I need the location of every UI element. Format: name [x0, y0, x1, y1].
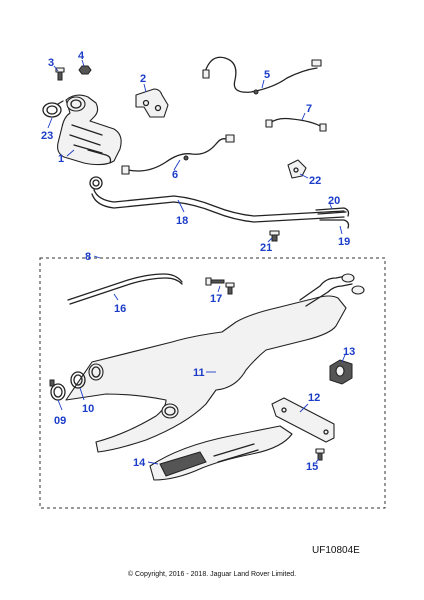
- part-23-clamp[interactable]: [42, 100, 64, 118]
- part-22-clip[interactable]: [287, 159, 307, 179]
- part-7-sensor[interactable]: [265, 117, 327, 132]
- svg-text:12: 12: [308, 392, 320, 404]
- svg-text:5: 5: [264, 69, 270, 81]
- callout-19: 19: [338, 225, 350, 248]
- svg-text:22: 22: [309, 175, 321, 187]
- callout-21: 21: [260, 237, 273, 254]
- callout-12: 12: [299, 392, 320, 413]
- copyright-notice: © Copyright, 2016 - 2018. Jaguar Land Ro…: [128, 570, 296, 578]
- svg-text:8: 8: [85, 251, 91, 263]
- callout-1: 1: [58, 149, 75, 165]
- svg-text:09: 09: [54, 415, 66, 427]
- part-21-bolt[interactable]: [269, 230, 280, 242]
- callout-23: 23: [41, 117, 53, 142]
- svg-text:7: 7: [306, 103, 312, 115]
- svg-text:17: 17: [210, 293, 222, 305]
- part-4-nut[interactable]: [78, 65, 92, 75]
- callout-17: 17: [210, 285, 222, 305]
- svg-text:21: 21: [260, 242, 272, 254]
- part-12-bracket[interactable]: [271, 397, 335, 443]
- callout-14: 14: [133, 457, 159, 469]
- svg-text:16: 16: [114, 303, 126, 315]
- svg-text:19: 19: [338, 236, 350, 248]
- callout-3: 3: [48, 57, 59, 72]
- svg-text:23: 23: [41, 130, 53, 142]
- callout-18: 18: [176, 199, 188, 227]
- svg-text:13: 13: [343, 346, 355, 358]
- part-15-bolt[interactable]: [315, 448, 325, 461]
- svg-text:4: 4: [78, 50, 85, 62]
- part-14-heat-shield[interactable]: [149, 425, 293, 481]
- callout-10: 10: [79, 387, 94, 415]
- callout-11: 11: [193, 367, 216, 379]
- callout-13: 13: [341, 346, 355, 363]
- part-3-bolt[interactable]: [55, 67, 65, 81]
- svg-text:3: 3: [48, 57, 54, 69]
- svg-text:2: 2: [140, 73, 146, 85]
- group-box-8: [39, 257, 386, 509]
- svg-text:20: 20: [328, 195, 340, 207]
- part-5-sensor[interactable]: [202, 56, 322, 95]
- svg-text:1: 1: [58, 153, 64, 165]
- part-10-clamp[interactable]: [70, 371, 86, 389]
- callout-2: 2: [140, 73, 147, 93]
- part-13-mount[interactable]: [329, 359, 353, 385]
- callout-8: 8: [85, 251, 101, 263]
- callout-4: 4: [78, 50, 85, 67]
- part-6-sensor[interactable]: [121, 134, 235, 175]
- callout-5: 5: [261, 69, 270, 89]
- callout-22: 22: [299, 173, 321, 187]
- svg-text:18: 18: [176, 215, 188, 227]
- part-16-heat-shield[interactable]: [67, 273, 183, 305]
- callout-20: 20: [328, 195, 340, 210]
- part-19-pipe-end[interactable]: [319, 219, 350, 229]
- svg-text:14: 14: [133, 457, 146, 469]
- callout-16: 16: [113, 293, 126, 315]
- svg-text:15: 15: [306, 461, 318, 473]
- callout-15: 15: [306, 458, 320, 473]
- part-2-bracket[interactable]: [135, 88, 169, 118]
- diagram-reference-code: UF10804E: [312, 545, 360, 556]
- callout-09: 09: [54, 399, 66, 427]
- svg-text:6: 6: [172, 169, 178, 181]
- svg-text:10: 10: [82, 403, 94, 415]
- svg-text:11: 11: [193, 367, 205, 379]
- part-09-clamp[interactable]: [49, 379, 66, 401]
- part-17-bolts[interactable]: [205, 277, 235, 295]
- part-1-catalyst[interactable]: [57, 94, 122, 166]
- part-20-pipe-end[interactable]: [315, 207, 350, 217]
- callout-7: 7: [301, 103, 312, 121]
- callout-6: 6: [172, 159, 181, 181]
- exhaust-main-pipe[interactable]: [65, 273, 365, 453]
- part-18-pipe[interactable]: [89, 176, 345, 223]
